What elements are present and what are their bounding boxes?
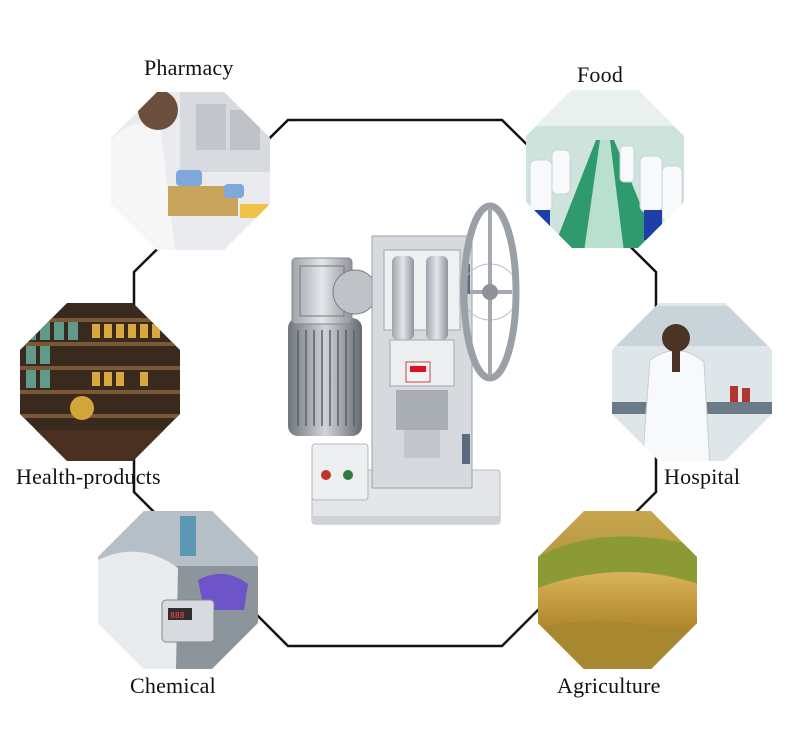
tablet-press-machine [288,202,520,525]
food-image [526,90,684,248]
hospital-image [612,303,772,461]
agriculture-label: Agriculture [557,673,661,698]
chemical-image: 888 [98,511,258,669]
health-products-image [20,303,180,461]
health-products-label: Health-products [16,464,161,489]
pharmacy-image [111,92,270,250]
chemical-label: Chemical [130,673,216,698]
hospital-label: Hospital [664,464,741,489]
agriculture-image [538,511,697,669]
svg-text:888: 888 [170,611,185,620]
pharmacy-label: Pharmacy [144,55,234,80]
food-label: Food [577,62,624,87]
